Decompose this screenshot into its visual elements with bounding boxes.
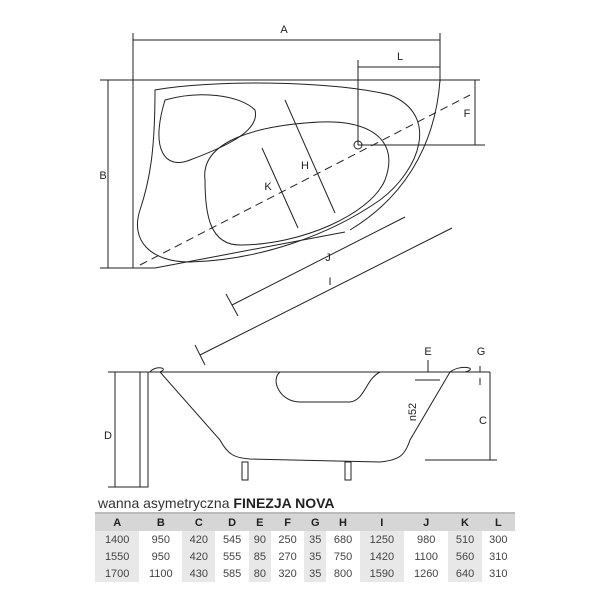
dim-label-d: D <box>104 430 112 442</box>
table-cell: 950 <box>151 550 170 563</box>
table-cell: 430 <box>182 565 216 582</box>
table-cell: 80 <box>248 565 271 582</box>
table-cell: 310 <box>489 567 508 580</box>
column-header: J <box>404 512 449 531</box>
top-view <box>100 33 485 366</box>
column-header: D <box>215 512 249 531</box>
column-header: F <box>270 512 305 531</box>
table-cell: 320 <box>278 567 297 580</box>
table-cell: 950 <box>151 533 170 546</box>
table-cell: 680 <box>333 533 353 546</box>
table-cell: 1250 <box>359 531 405 548</box>
table-cell: 300 <box>489 533 508 546</box>
dim-label-h: H <box>301 160 309 172</box>
column-header: C <box>182 512 216 531</box>
table-cell: 980 <box>417 533 436 546</box>
dim-label-f: F <box>463 108 471 120</box>
column-header: G <box>304 512 327 531</box>
table-cell: 640 <box>448 565 482 582</box>
table-row: 1550 950 420 555 85 270 35 750 1420 1100 560 310 <box>95 548 515 565</box>
table-cell: 750 <box>333 550 353 563</box>
table-cell: 555 <box>222 550 242 563</box>
column-header: I <box>359 512 405 531</box>
table-cell: 585 <box>222 567 242 580</box>
dim-label-c: C <box>479 415 487 427</box>
table-cell: 1100 <box>414 550 439 563</box>
table-title: wanna asymetryczna FINEZJA NOVA <box>98 495 335 511</box>
table-cell: 545 <box>222 533 242 546</box>
model-name: FINEZJA NOVA <box>233 495 335 511</box>
column-header: K <box>448 512 482 531</box>
column-header: L <box>481 512 515 531</box>
table-cell: 35 <box>304 565 327 582</box>
table-cell: 560 <box>448 548 482 565</box>
title-prefix: wanna asymetryczna <box>98 495 234 511</box>
table-cell: 270 <box>278 550 297 563</box>
dim-label-j: J <box>325 252 331 264</box>
table-row: 1400 950 420 545 90 250 35 680 1250 980 510 300 <box>95 531 515 548</box>
column-header: E <box>248 512 271 531</box>
table-cell: 250 <box>278 533 297 546</box>
side-view <box>108 360 497 488</box>
dim-label-n52: n52 <box>407 402 419 422</box>
dim-label-e: E <box>424 346 432 358</box>
table-cell: 35 <box>304 548 327 565</box>
column-header: A <box>95 512 140 531</box>
table-row: 1700 1100 430 585 80 320 35 800 1590 1260 640 310 <box>95 565 515 582</box>
table-cell: 800 <box>333 567 353 580</box>
table-cell: 1700 <box>95 565 140 582</box>
dim-label-g: G <box>476 346 486 358</box>
dim-label-l: L <box>396 51 404 63</box>
table-cell: 1590 <box>359 565 405 582</box>
table-cell: 1550 <box>95 548 140 565</box>
table-cell: 1100 <box>148 567 173 580</box>
dim-label-k: K <box>264 181 272 193</box>
table-cell: 510 <box>448 531 482 548</box>
column-header: H <box>326 512 360 531</box>
column-header: B <box>139 512 183 531</box>
dim-label-a: A <box>280 24 288 36</box>
dim-label-b: B <box>99 170 107 182</box>
table-cell: 35 <box>304 531 327 548</box>
table-cell: 420 <box>182 531 216 548</box>
table-cell: 1260 <box>413 567 439 580</box>
dim-label-i: I <box>328 276 332 288</box>
table-cell: 310 <box>489 550 508 563</box>
table-cell: 85 <box>248 548 271 565</box>
table-cell: 1420 <box>359 548 405 565</box>
table-cell: 90 <box>248 531 271 548</box>
table-cell: 420 <box>182 548 216 565</box>
table-cell: 1400 <box>95 531 140 548</box>
